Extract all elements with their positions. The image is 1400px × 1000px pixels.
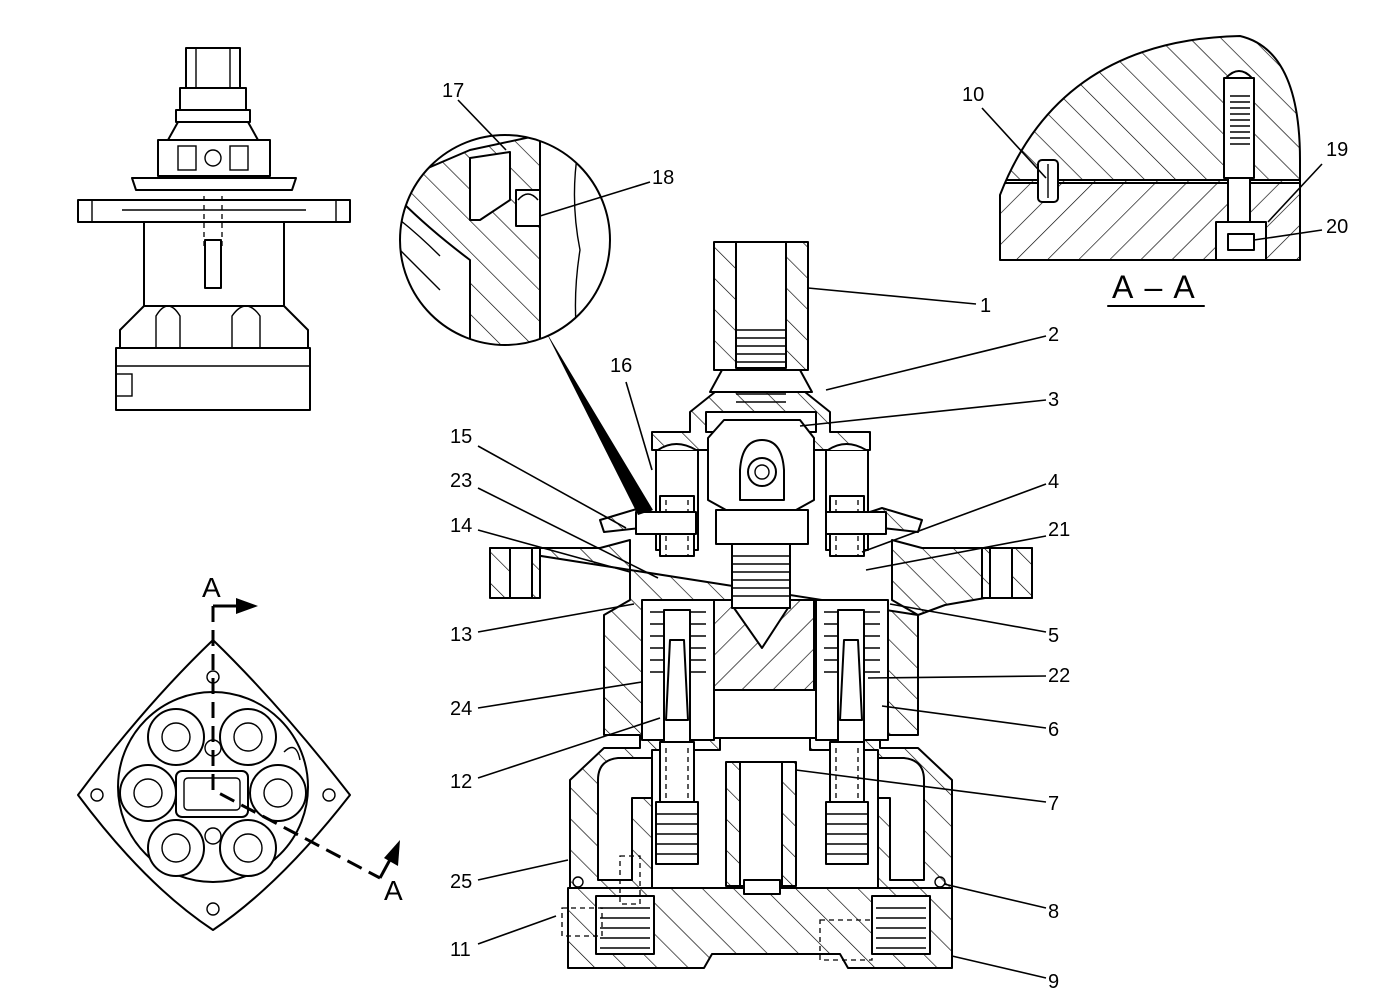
section-a-a-view <box>999 35 1301 307</box>
callout-10: 10 <box>962 84 984 106</box>
section-title: A – A <box>1112 269 1197 305</box>
callout-labels: 1 2 3 4 5 6 7 8 9 10 11 12 13 14 15 16 1… <box>442 80 1348 993</box>
callout-14: 14 <box>450 515 472 537</box>
top-view <box>77 598 400 931</box>
callout-25: 25 <box>450 871 472 893</box>
main-section-view <box>489 241 1033 969</box>
callout-6: 6 <box>1048 719 1059 741</box>
callout-11: 11 <box>450 939 471 961</box>
section-marker-top: A <box>202 572 221 603</box>
leader-lines <box>457 99 1323 979</box>
section-line <box>211 598 400 880</box>
callout-5: 5 <box>1048 625 1059 647</box>
callout-9: 9 <box>1048 971 1059 993</box>
callout-18: 18 <box>652 167 674 189</box>
callout-16: 16 <box>610 355 632 377</box>
section-marker-bottom: A <box>384 875 403 906</box>
callout-23: 23 <box>450 470 472 492</box>
callout-2: 2 <box>1048 324 1059 346</box>
piston-bores <box>119 708 307 877</box>
callout-7: 7 <box>1048 793 1059 815</box>
callout-24: 24 <box>450 698 472 720</box>
side-view <box>77 47 351 411</box>
callout-4: 4 <box>1048 471 1059 493</box>
callout-15: 15 <box>450 426 472 448</box>
callout-21: 21 <box>1048 519 1070 541</box>
callout-19: 19 <box>1326 139 1348 161</box>
callout-17: 17 <box>442 80 464 102</box>
callout-22: 22 <box>1048 665 1070 687</box>
callout-20: 20 <box>1326 216 1348 238</box>
callout-12: 12 <box>450 771 472 793</box>
callout-1: 1 <box>980 295 991 317</box>
detail-view <box>399 134 653 515</box>
callout-13: 13 <box>450 624 472 646</box>
callout-8: 8 <box>1048 901 1059 923</box>
callout-3: 3 <box>1048 389 1059 411</box>
